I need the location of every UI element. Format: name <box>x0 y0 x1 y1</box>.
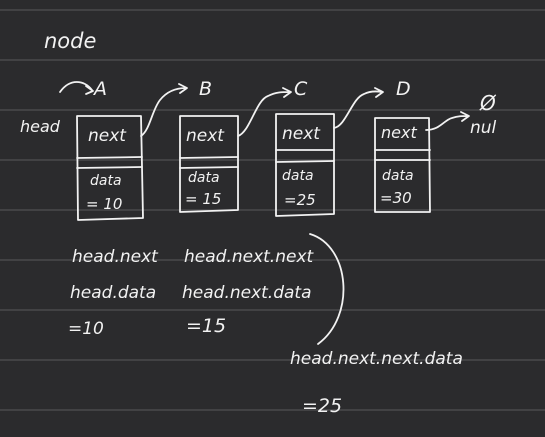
node-b-next: next <box>186 126 225 146</box>
note-head-data: head.data <box>70 283 156 303</box>
node-d-name: D <box>396 78 411 100</box>
node-d-next: next <box>381 123 417 142</box>
arrow-a-to-b <box>140 83 188 137</box>
head-label: head <box>20 117 61 136</box>
bracket <box>309 233 345 345</box>
note-head-next-next-data: head.next.next.data <box>290 349 463 369</box>
note-head-next-next: head.next.next <box>184 247 315 267</box>
node-b-value: = 15 <box>185 190 221 208</box>
node-c: C next data =25 <box>275 78 335 217</box>
note-head-next-data: head.next.data <box>182 283 312 303</box>
arrow-d-to-null <box>425 111 470 131</box>
arrow-b-to-c <box>237 87 292 137</box>
note-result-10: =10 <box>68 319 104 339</box>
node-c-next: next <box>282 124 321 144</box>
node-a: A next data = 10 <box>76 78 144 221</box>
node-a-data: data <box>90 173 122 189</box>
node-c-data: data <box>282 168 314 184</box>
note-head-next: head.next <box>72 247 159 267</box>
node-b-data: data <box>188 170 220 186</box>
node-c-value: =25 <box>284 191 316 209</box>
null-symbol: Ø <box>479 91 497 115</box>
node-a-name: A <box>92 78 107 100</box>
node-d-value: =30 <box>380 189 412 207</box>
arrow-c-to-d <box>333 87 384 129</box>
node-a-next: next <box>88 126 127 146</box>
node-a-value: = 10 <box>86 195 122 213</box>
note-result-25: =25 <box>302 395 342 417</box>
node-d-data: data <box>382 168 414 184</box>
head-arrow <box>59 81 94 95</box>
node-c-name: C <box>294 78 308 100</box>
null-label: nul <box>470 118 497 138</box>
node-d: D next data =30 <box>374 78 431 213</box>
note-result-15: =15 <box>186 315 226 337</box>
node-b-name: B <box>199 78 212 100</box>
node-b: B next data = 15 <box>179 78 239 213</box>
ruled-lines <box>0 9 545 411</box>
title-text: node <box>44 29 96 53</box>
